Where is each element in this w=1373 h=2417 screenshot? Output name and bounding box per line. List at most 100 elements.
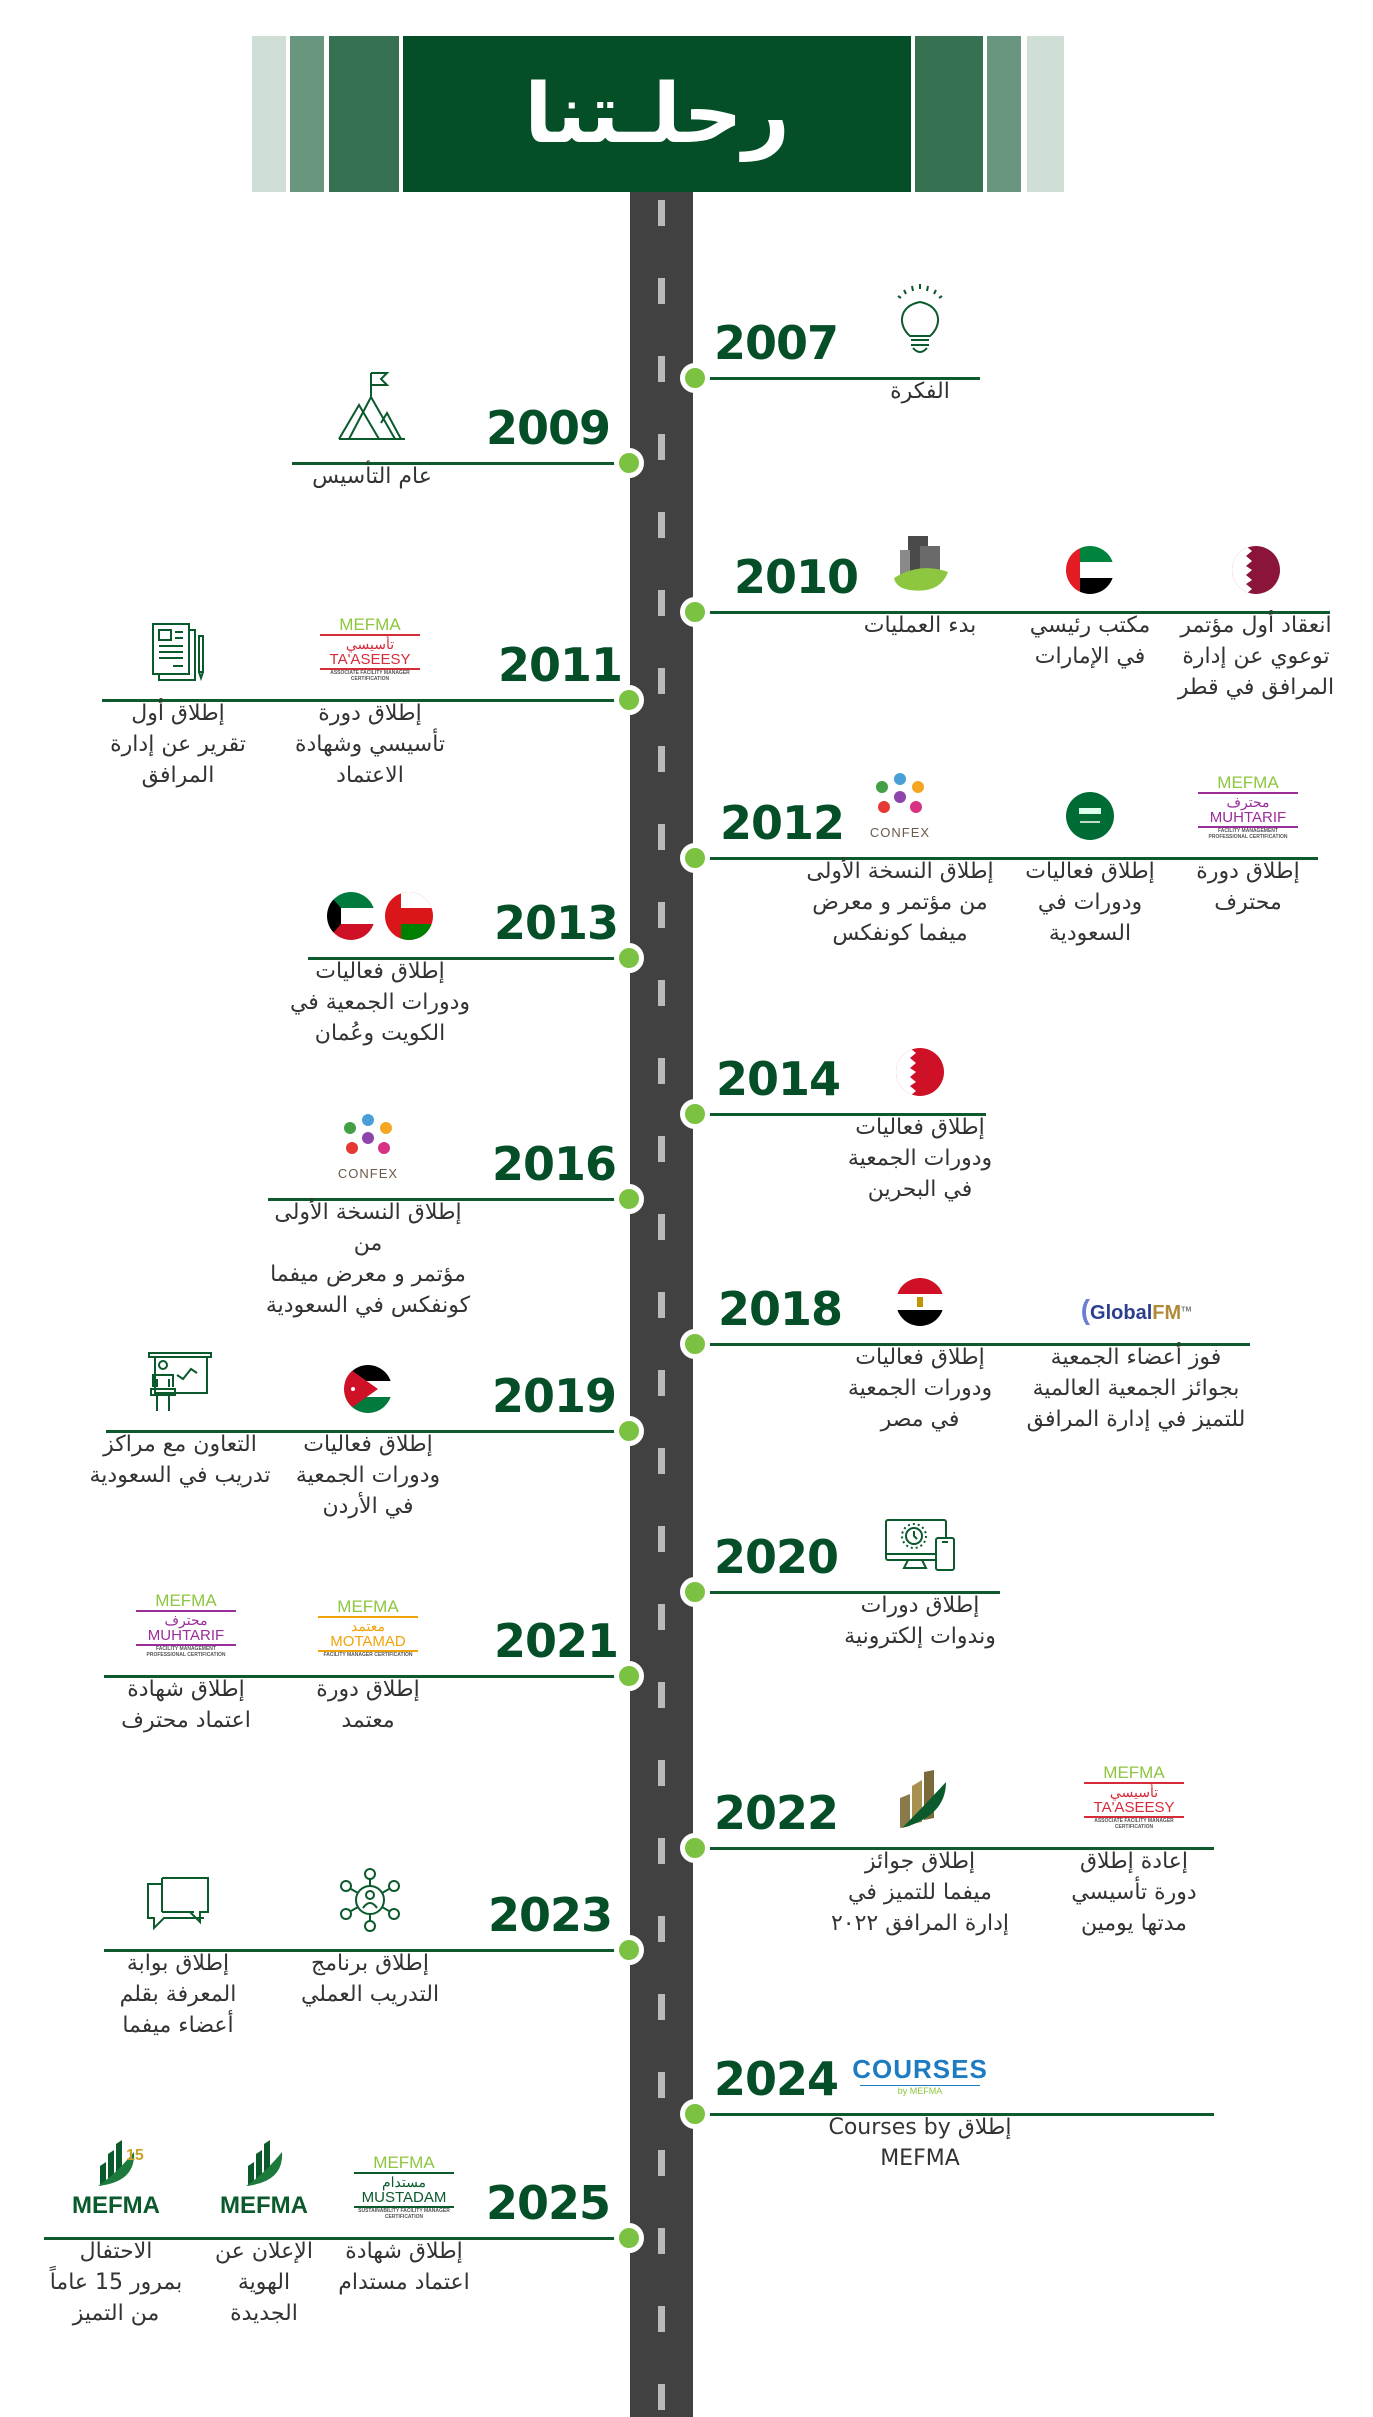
milestone-text: إطلاق أول تقرير عن إدارة المرافق (110, 701, 246, 788)
milestone-text: الفكرة (890, 379, 950, 404)
road-dash (658, 278, 665, 304)
milestone-text: مكتب رئيسي في الإمارات (1029, 613, 1151, 669)
timeline-connector-line (292, 462, 632, 465)
year-label: 2014 (716, 1052, 841, 1106)
road-dash (658, 2306, 665, 2332)
timeline-dot (614, 1416, 644, 1446)
mefma-logo: MEFMA (154, 2140, 374, 2220)
road-dash (658, 356, 665, 382)
road-dash (658, 2228, 665, 2254)
lightbulb-icon (810, 280, 1030, 360)
milestone-item: إطلاق أول تقرير عن إدارة المرافق (68, 602, 288, 791)
banner-stripe (915, 36, 983, 192)
year-label: 2025 (486, 2176, 611, 2230)
presenter-training-icon (70, 1333, 290, 1413)
year-label: 2013 (494, 896, 619, 950)
milestone-text: عام التأسيس (312, 464, 432, 489)
milestone-text: إطلاق شهادة اعتماد محترف (121, 1677, 251, 1733)
timeline-dot (680, 843, 710, 873)
year-label: 2022 (714, 1786, 839, 1840)
timeline-connector-line (692, 1113, 986, 1116)
road-dash (658, 1682, 665, 1708)
timeline-dot (614, 1184, 644, 1214)
timeline-connector-line (692, 857, 1318, 860)
road-dash (658, 1760, 665, 1786)
banner-center (403, 36, 911, 192)
year-label: 2020 (714, 1530, 839, 1584)
road-dash (658, 1916, 665, 1942)
timeline-dot (614, 1935, 644, 1965)
timeline-connector-line (692, 1343, 1250, 1346)
globalfm-logo: (GlobalFMTM (1080, 1294, 1192, 1325)
milestone-text: إطلاق جوائز ميفما للتميز في إدارة المراف… (830, 1849, 1010, 1936)
timeline-dot (680, 1833, 710, 1863)
timeline-connector-line (106, 1430, 632, 1433)
report-document-icon (68, 602, 288, 682)
road-dash (658, 434, 665, 460)
timeline-dot (680, 1577, 710, 1607)
milestone-text: إطلاق فعاليات ودورات الجمعية في الأردن (295, 1432, 441, 1519)
year-label: 2012 (720, 796, 845, 850)
year-label: 2021 (494, 1614, 619, 1668)
milestone-text: إطلاق فعاليات ودورات في السعودية (1025, 859, 1155, 946)
banner-stripe (987, 36, 1021, 192)
milestone-item: إطلاق فعاليات ودورات في السعودية (980, 760, 1200, 949)
milestone-item: إطلاق فعاليات ودورات الجمعية في الأردن (258, 1333, 478, 1522)
timeline-connector-line (692, 1591, 1000, 1594)
milestone-item: التعاون مع مراكز تدريب في السعودية (70, 1333, 290, 1491)
milestone-item: إطلاق دورات وندوات إلكترونية (810, 1494, 1030, 1652)
timeline-dot (680, 1329, 710, 1359)
road-dash (658, 590, 665, 616)
milestone-text: الإعلان عن الهوية الجديدة (215, 2239, 313, 2326)
year-label: 2023 (488, 1888, 613, 1942)
milestone-item: الفكرة (810, 280, 1030, 407)
road-dash (658, 512, 665, 538)
header-banner: رحلـتنا (252, 36, 1064, 192)
milestone-text: انعقاد أول مؤتمر توعوي عن إدارة المرافق … (1177, 613, 1335, 700)
road-dash (658, 1136, 665, 1162)
milestone-text: إطلاق فعاليات ودورات الجمعية في الكويت و… (289, 959, 471, 1046)
milestone-item: عام التأسيس (262, 365, 482, 492)
milestone-text: إطلاق بوابة المعرفة بقلم أعضاء ميفما (119, 1951, 237, 2038)
banner-stripe (1027, 36, 1064, 192)
timeline-dot (614, 1661, 644, 1691)
milestone-text: إطلاق Courses by MEFMA (828, 2115, 1012, 2171)
road-dash (658, 1838, 665, 1864)
timeline-connector-line (104, 1949, 632, 1952)
timeline-dot (680, 597, 710, 627)
page-title: رحلـتنا (524, 66, 790, 162)
milestone-text: إطلاق فعاليات ودورات الجمعية في مصر (847, 1345, 993, 1432)
year-label: 2019 (492, 1369, 617, 1423)
year-label: 2018 (718, 1282, 843, 1336)
jordan-flag-icon (258, 1333, 478, 1413)
year-label: 2010 (734, 550, 859, 604)
milestone-item: انعقاد أول مؤتمر توعوي عن إدارة المرافق … (1146, 514, 1366, 703)
milestone-text: إطلاق النسخة الأولى من مؤتمر و معرض ميفم… (806, 859, 994, 946)
uae-flag-icon (980, 514, 1200, 594)
banner-stripe (329, 36, 399, 192)
kuwait-oman-flags-icon (270, 860, 490, 940)
milestone-item: مكتب رئيسي في الإمارات (980, 514, 1200, 672)
road-dash (658, 746, 665, 772)
green-building-icon (810, 514, 1030, 594)
timeline-connector-line (44, 2237, 632, 2240)
road-dash (658, 1370, 665, 1396)
road-dash (658, 1604, 665, 1630)
milestone-text: إطلاق دورة محترف (1196, 859, 1300, 915)
milestone-text: إطلاق برنامج التدريب العملي (300, 1951, 440, 2007)
